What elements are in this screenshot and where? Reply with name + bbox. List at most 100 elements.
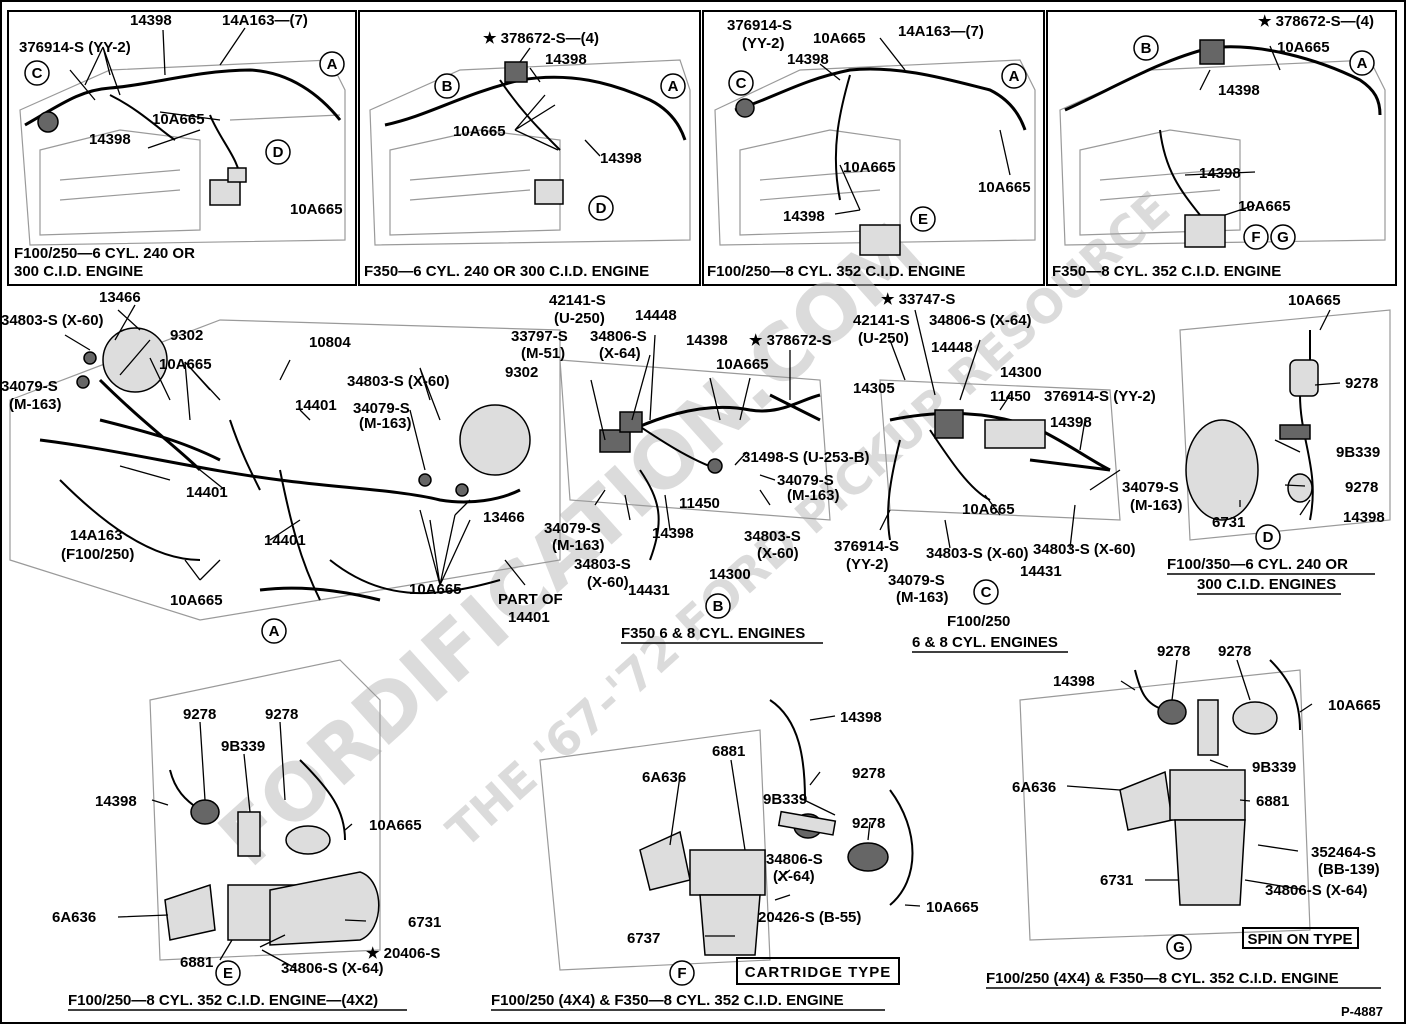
panel-4-label: 14398	[1199, 165, 1241, 182]
callout-circle: D	[265, 139, 291, 165]
detail-f: 14398 6881 6A636 9278 9B339 9278 34806-S…	[491, 709, 979, 1011]
detail-a-label: 10A665	[159, 356, 212, 373]
callout-circle: B	[1133, 35, 1159, 61]
detail-c-label: 10A665	[962, 501, 1015, 518]
spin-on-type-label: SPIN ON TYPE	[1247, 931, 1352, 948]
detail-b-label: 14300	[709, 566, 751, 583]
detail-c-label: 14431	[1020, 563, 1062, 580]
detail-a-label: 10A665	[170, 592, 223, 609]
detail-d: 10A665 9278 9B339 9278 14398 6731 D F100…	[1167, 292, 1385, 595]
cartridge-type-label: CARTRIDGE TYPE	[745, 964, 892, 981]
detail-c-label: (U-250)	[858, 330, 909, 347]
detail-b-label: 34803-S	[744, 528, 801, 545]
detail-d-drawing	[1179, 309, 1391, 541]
callout-letter: D	[273, 144, 284, 161]
callout-circle: E	[910, 206, 936, 232]
panel-2-label: 10A665	[453, 123, 506, 140]
detail-e: 9278 9278 9B339 14398 10A665 6A636 6731 …	[52, 706, 441, 1011]
callout-letter: A	[1009, 68, 1020, 85]
panel-4-drawing	[1059, 39, 1386, 248]
callout-circle: C	[728, 70, 754, 96]
detail-a: 13466 34803-S (X-60) 9302 10A665 34079-S…	[1, 289, 563, 644]
panel-3-label: (YY-2)	[742, 35, 785, 52]
panel-4-label: 10A665	[1277, 39, 1330, 56]
panel-1-label: 10A665	[152, 111, 205, 128]
detail-c-label: 14300	[1000, 364, 1042, 381]
panel-1-label: 10A665	[290, 201, 343, 218]
callout-circle: C	[24, 60, 50, 86]
detail-c-label: 42141-S	[853, 312, 910, 329]
callout-circle: F	[1243, 224, 1269, 250]
detail-b-label: (X-60)	[587, 574, 629, 591]
callout-letter: A	[1357, 55, 1368, 72]
detail-c-caption: F100/250	[947, 613, 1010, 630]
callout-letter: A	[269, 623, 280, 640]
detail-f-label: 34806-S	[766, 851, 823, 868]
detail-f-caption: F100/250 (4X4) & F350—8 CYL. 352 C.I.D. …	[491, 992, 844, 1009]
detail-g-label: 6731	[1100, 872, 1133, 889]
detail-g-label: 9278	[1157, 643, 1190, 660]
figure-id: P-4887	[1341, 1004, 1383, 1019]
detail-a-label: 14A163	[70, 527, 123, 544]
panel-1-label: 14398	[89, 131, 131, 148]
detail-f-drawing	[539, 699, 914, 971]
detail-g-label: 6881	[1256, 793, 1289, 810]
callout-letter: B	[713, 598, 724, 615]
detail-e-label: 6881	[180, 954, 213, 971]
panel-1-caption: 300 C.I.D. ENGINE	[14, 263, 143, 280]
panel-2-caption: F350—6 CYL. 240 OR 300 C.I.D. ENGINE	[364, 263, 649, 280]
detail-b-label: 14448	[635, 307, 677, 324]
panel-3-caption: F100/250—8 CYL. 352 C.I.D. ENGINE	[707, 263, 965, 280]
panel-3-label: 10A665	[978, 179, 1031, 196]
detail-c-label: (M-163)	[896, 589, 949, 606]
detail-e-label: 9B339	[221, 738, 265, 755]
panel-2-label: ★ 378672-S—(4)	[483, 30, 599, 47]
callout-letter: C	[736, 75, 747, 92]
callout-letter: B	[1141, 40, 1152, 57]
detail-f-label: 14398	[840, 709, 882, 726]
detail-g-label: (BB-139)	[1318, 861, 1380, 878]
callout-circle: D	[588, 195, 614, 221]
panel-3-label: 10A665	[843, 159, 896, 176]
detail-f-label: 9B339	[763, 791, 807, 808]
detail-e-label: 14398	[95, 793, 137, 810]
detail-e-label: 6A636	[52, 909, 96, 926]
callout-letter: A	[668, 78, 679, 95]
detail-g-label: 14398	[1053, 673, 1095, 690]
panel-2-drawing	[369, 59, 691, 246]
detail-a-label: 34803-S (X-60)	[1, 312, 104, 329]
detail-a-label: (M-163)	[359, 415, 412, 432]
detail-d-caption: 300 C.I.D. ENGINES	[1197, 576, 1336, 593]
panel-1-label: 14398	[130, 12, 172, 29]
detail-c-label: 34803-S (X-60)	[1033, 541, 1136, 558]
detail-f-label: 9278	[852, 765, 885, 782]
detail-g-caption: F100/250 (4X4) & F350—8 CYL. 352 C.I.D. …	[986, 970, 1339, 987]
panel-2: ★ 378672-S—(4) 14398 10A665 14398 B A D …	[364, 30, 686, 280]
detail-c-label: 34079-S	[888, 572, 945, 589]
detail-b-label: 42141-S	[549, 292, 606, 309]
detail-d-label: 6731	[1212, 514, 1245, 531]
detail-f-label: 9278	[852, 815, 885, 832]
detail-c: ★ 33747-S 42141-S (U-250) 34806-S (X-64)…	[834, 291, 1183, 653]
detail-e-label: ★ 20406-S	[366, 945, 440, 962]
detail-c-label: 11450	[990, 388, 1031, 405]
detail-b-label: 14398	[686, 332, 728, 349]
callout-circle: G	[1166, 934, 1192, 960]
detail-c-label: 34803-S (X-60)	[926, 545, 1029, 562]
detail-b-label: 34803-S	[574, 556, 631, 573]
detail-g: 9278 9278 14398 10A665 6A636 9B339 6881 …	[986, 643, 1381, 989]
detail-b-label: 14398	[652, 525, 694, 542]
panel-2-label: 14398	[600, 150, 642, 167]
detail-b-label: (X-64)	[599, 345, 641, 362]
panel-4: ★ 378672-S—(4) 10A665 14398 14398 10A665…	[1052, 13, 1375, 280]
detail-b-label: 14431	[628, 582, 670, 599]
detail-a-label: 34079-S	[1, 378, 58, 395]
detail-a-label: 10804	[309, 334, 351, 351]
detail-d-label: 14398	[1343, 509, 1385, 526]
panel-3-drawing	[714, 59, 1036, 256]
detail-a-label: 14401	[508, 609, 550, 626]
detail-e-label: 9278	[265, 706, 298, 723]
callout-circle: F	[669, 960, 695, 986]
detail-b-drawing	[559, 359, 831, 561]
detail-g-label: 352464-S	[1311, 844, 1376, 861]
